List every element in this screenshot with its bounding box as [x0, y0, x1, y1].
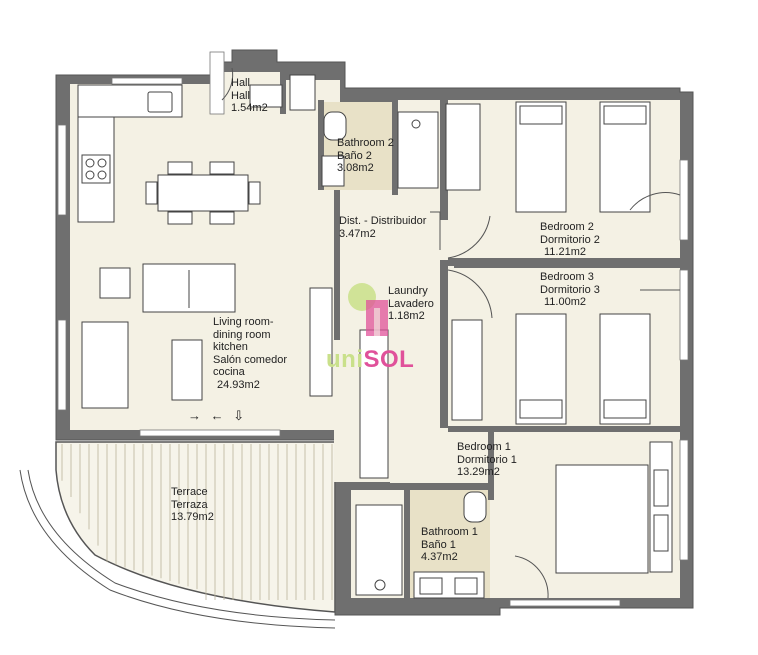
terrace-name-en: Terrace [171, 486, 208, 498]
logo-text-b: SOL [363, 346, 415, 373]
distributor-name: Dist. - Distribuidor [339, 215, 427, 227]
terrace-area: 13.79m2 [171, 511, 214, 523]
bedroom2-beds [515, 101, 651, 213]
bedroom3-beds [451, 313, 651, 425]
laundry-name-es: Lavadero [388, 297, 434, 310]
bedroom1-furniture [359, 329, 673, 574]
hob-icon [81, 154, 111, 184]
bathroom1-name-es: Baño 1 [421, 538, 456, 551]
hall-name-es: Hall [231, 89, 250, 102]
dining-table [145, 161, 261, 225]
bedroom3-label: Bedroom 3 Dormitorio 3 11.00m2 [540, 271, 600, 309]
terrace-label: Terrace Terraza 13.79m2 [171, 486, 214, 524]
living-furniture [81, 263, 333, 409]
entrance-arrows: → ← ⇩ [188, 408, 248, 423]
armchair [81, 321, 129, 409]
bathroom1-label: Bathroom 1 Baño 1 4.37m2 [421, 526, 478, 564]
living-line1: Living room- [213, 316, 274, 328]
bathroom2-label: Bathroom 2 Baño 2 3.08m2 [337, 137, 394, 175]
bathroom1-name-en: Bathroom 1 [421, 526, 478, 538]
side-table [99, 267, 131, 299]
windows [57, 51, 689, 607]
toilet2 [323, 111, 347, 141]
bedroom1-area: 13.29m2 [457, 466, 500, 478]
basin2 [321, 155, 345, 187]
bedroom2-area: 11.21m2 [544, 246, 586, 258]
coffee-table [171, 339, 203, 401]
logo-text: uniSOL [326, 346, 414, 374]
tv-unit [309, 287, 333, 397]
interior-walls [280, 72, 680, 605]
living-line4: Salón comedor [213, 353, 287, 366]
living-line5: cocina [213, 366, 245, 378]
laundry-label: Laundry Lavadero 1.18m2 [388, 285, 434, 323]
toilet1 [463, 491, 487, 523]
living-area: 24.93m2 [217, 378, 260, 391]
bedroom3-name-es: Dormitorio 3 [540, 283, 600, 296]
distributor-label: Dist. - Distribuidor 3.47m2 [339, 215, 426, 240]
living-label: Living room- dining room kitchen Salón c… [213, 316, 287, 391]
logo-text-a: uni [326, 346, 364, 373]
bedroom1-name-en: Bedroom 1 [457, 441, 511, 453]
terrace-name-es: Terraza [171, 498, 208, 511]
hall-label: Hall Hall 1.54m2 [231, 77, 268, 115]
unisol-logo [348, 283, 388, 336]
bathroom2-name-es: Baño 2 [337, 149, 372, 162]
bathroom1-fixtures [355, 491, 487, 599]
hall-area: 1.54m2 [231, 102, 268, 114]
bedroom1-label: Bedroom 1 Dormitorio 1 13.29m2 [457, 441, 517, 479]
doors [221, 67, 681, 599]
laundry-area: 1.18m2 [388, 310, 425, 322]
kitchen-counter [77, 84, 283, 223]
bathroom1-area: 4.37m2 [421, 551, 458, 563]
living-line2: dining room [213, 328, 271, 341]
bathroom2-area: 3.08m2 [337, 162, 374, 174]
double-bed [555, 464, 649, 574]
bathroom2-fixtures [289, 74, 481, 191]
bedroom2-name-es: Dormitorio 2 [540, 233, 600, 246]
distributor-area: 3.47m2 [339, 227, 376, 240]
bedroom2-name-en: Bedroom 2 [540, 221, 594, 233]
bathroom2-name-en: Bathroom 2 [337, 137, 394, 149]
bedroom3-name-en: Bedroom 3 [540, 271, 594, 283]
bedroom2-label: Bedroom 2 Dormitorio 2 11.21m2 [540, 221, 600, 259]
hall-name-en: Hall [231, 77, 250, 89]
sink-icon [147, 91, 173, 113]
bedroom3-area: 11.00m2 [544, 296, 586, 308]
bedroom1-name-es: Dormitorio 1 [457, 453, 517, 466]
terrace [19, 441, 336, 629]
laundry-name-en: Laundry [388, 285, 428, 297]
living-line3: kitchen [213, 341, 248, 353]
